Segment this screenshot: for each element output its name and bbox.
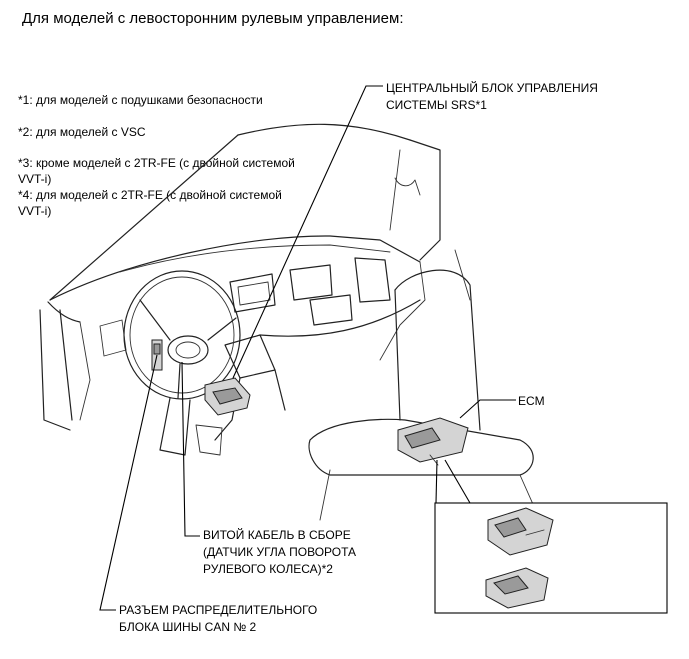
- windshield-frame: [49, 123, 441, 301]
- ecm-label: ECM: [518, 394, 545, 408]
- can-junction-label-line2: БЛОКА ШИНЫ CAN № 2: [119, 620, 257, 634]
- note-2tr-fe-cont: VVT-i): [18, 204, 52, 218]
- ecm-variant3: [487, 507, 554, 556]
- spiral-cable-label-line1: ВИТОЙ КАБЕЛЬ В СБОРЕ: [203, 528, 351, 542]
- ecm-unit: [397, 417, 469, 466]
- ecm-variant4: [485, 567, 549, 609]
- leader-lines: [99, 85, 516, 611]
- can-junction-label-line1: РАЗЪЕМ РАСПРЕДЕЛИТЕЛЬНОГО: [119, 603, 318, 617]
- steering-wheel: [123, 270, 241, 456]
- spiral-cable-label-line3: РУЛЕВОГО КОЛЕСА)*2: [203, 562, 333, 576]
- note-except-2tr-fe: *3: кроме моделей с 2TR-FE (с двойной си…: [18, 156, 295, 170]
- ecm-variant-inset: [434, 502, 668, 614]
- note-except-2tr-fe-cont: VVT-i): [18, 172, 52, 186]
- dashboard: [39, 235, 426, 456]
- page-title: Для моделей с левосторонним рулевым упра…: [22, 10, 404, 27]
- spiral-cable-label-line2: (ДАТЧИК УГЛА ПОВОРОТА: [203, 545, 357, 559]
- note-2tr-fe: *4: для моделей с 2TR-FE (с двойной сист…: [18, 188, 282, 202]
- srs-label-line2: СИСТЕМЫ SRS*1: [386, 98, 487, 112]
- srs-sensor-assembly: [204, 377, 251, 416]
- note-vsc: *2: для моделей с VSC: [18, 125, 146, 139]
- driver-seat: [308, 249, 541, 521]
- srs-label-line1: ЦЕНТРАЛЬНЫЙ БЛОК УПРАВЛЕНИЯ: [386, 81, 598, 95]
- note-airbag: *1: для моделей с подушками безопасности: [18, 93, 263, 107]
